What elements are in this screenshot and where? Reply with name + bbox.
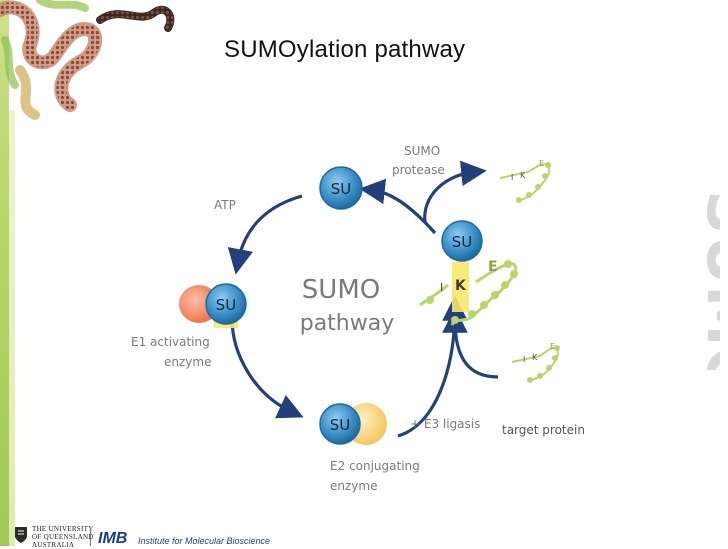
su-e1-circle: [205, 283, 247, 325]
incoming-target-chain: [511, 345, 560, 383]
label-atp: ATP: [214, 198, 236, 212]
label-e1-1: E1 activating: [131, 335, 210, 349]
arrow-e1-to-e2: [230, 317, 304, 419]
residue-k-released: K: [520, 171, 526, 180]
uq-wordmark: THE UNIVERSITY OF QUEENSLAND AUSTRALIA: [32, 525, 94, 549]
label-sumo-protease-1: SUMO: [404, 144, 440, 158]
residue-k-incoming: K: [532, 353, 538, 362]
su-target-circle: [441, 220, 483, 262]
label-target-protein: target protein: [502, 423, 585, 437]
uq-line-1: THE UNIVERSITY: [32, 525, 94, 533]
su-target-label: SU: [452, 233, 473, 251]
su-e2-label: SU: [330, 416, 351, 434]
label-e1-2: enzyme: [164, 355, 211, 369]
label-e3: + E3 ligasis: [410, 417, 480, 431]
residue-i-target: I: [440, 281, 443, 294]
su-free-circle: [319, 166, 363, 210]
footer-divider: [90, 528, 91, 546]
lysine-highlight: [452, 262, 469, 312]
uq-line-3: AUSTRALIA: [32, 541, 75, 549]
residue-e-incoming: E: [550, 342, 555, 351]
uq-line-2: OF QUEENSLAND: [32, 533, 94, 541]
sumo-watermark-text: SUMO: [693, 190, 720, 370]
left-accent-band: [0, 0, 9, 546]
su-e2-circle: [319, 403, 361, 445]
sumoylated-target-chain: [419, 260, 518, 326]
su-free-label: SU: [331, 180, 352, 198]
label-e2-1: E2 conjugating: [330, 459, 420, 473]
arrow-target-protein-in: [442, 307, 499, 379]
arrow-protease-release: [359, 178, 437, 235]
corner-protein-illustration: [0, 0, 175, 120]
sumo-watermark: SUMO: [693, 190, 720, 370]
su-e1-label: SU: [216, 296, 237, 314]
center-label-sumo: SUMO: [302, 275, 380, 305]
slide-title: SUMOylation pathway: [224, 36, 466, 63]
released-target-chain: [499, 162, 551, 203]
imb-logo: IMB: [98, 530, 128, 547]
imb-subtitle: Institute for Molecular Bioscience: [138, 536, 271, 546]
arrow-atp: [227, 194, 303, 275]
left-accent-band-light: [9, 110, 15, 546]
residue-e-target: E: [488, 259, 498, 275]
residue-e-released: E: [539, 159, 544, 168]
arrow-protease-target-out: [423, 160, 487, 223]
center-label-pathway: pathway: [300, 311, 395, 336]
uq-crest-icon: [15, 527, 27, 543]
residue-i-released: I: [511, 173, 513, 182]
label-e2-2: enzyme: [330, 479, 377, 493]
label-sumo-protease-2: protease: [392, 163, 445, 177]
residue-i-incoming: I: [523, 355, 525, 364]
residue-k-target: K: [455, 278, 467, 294]
